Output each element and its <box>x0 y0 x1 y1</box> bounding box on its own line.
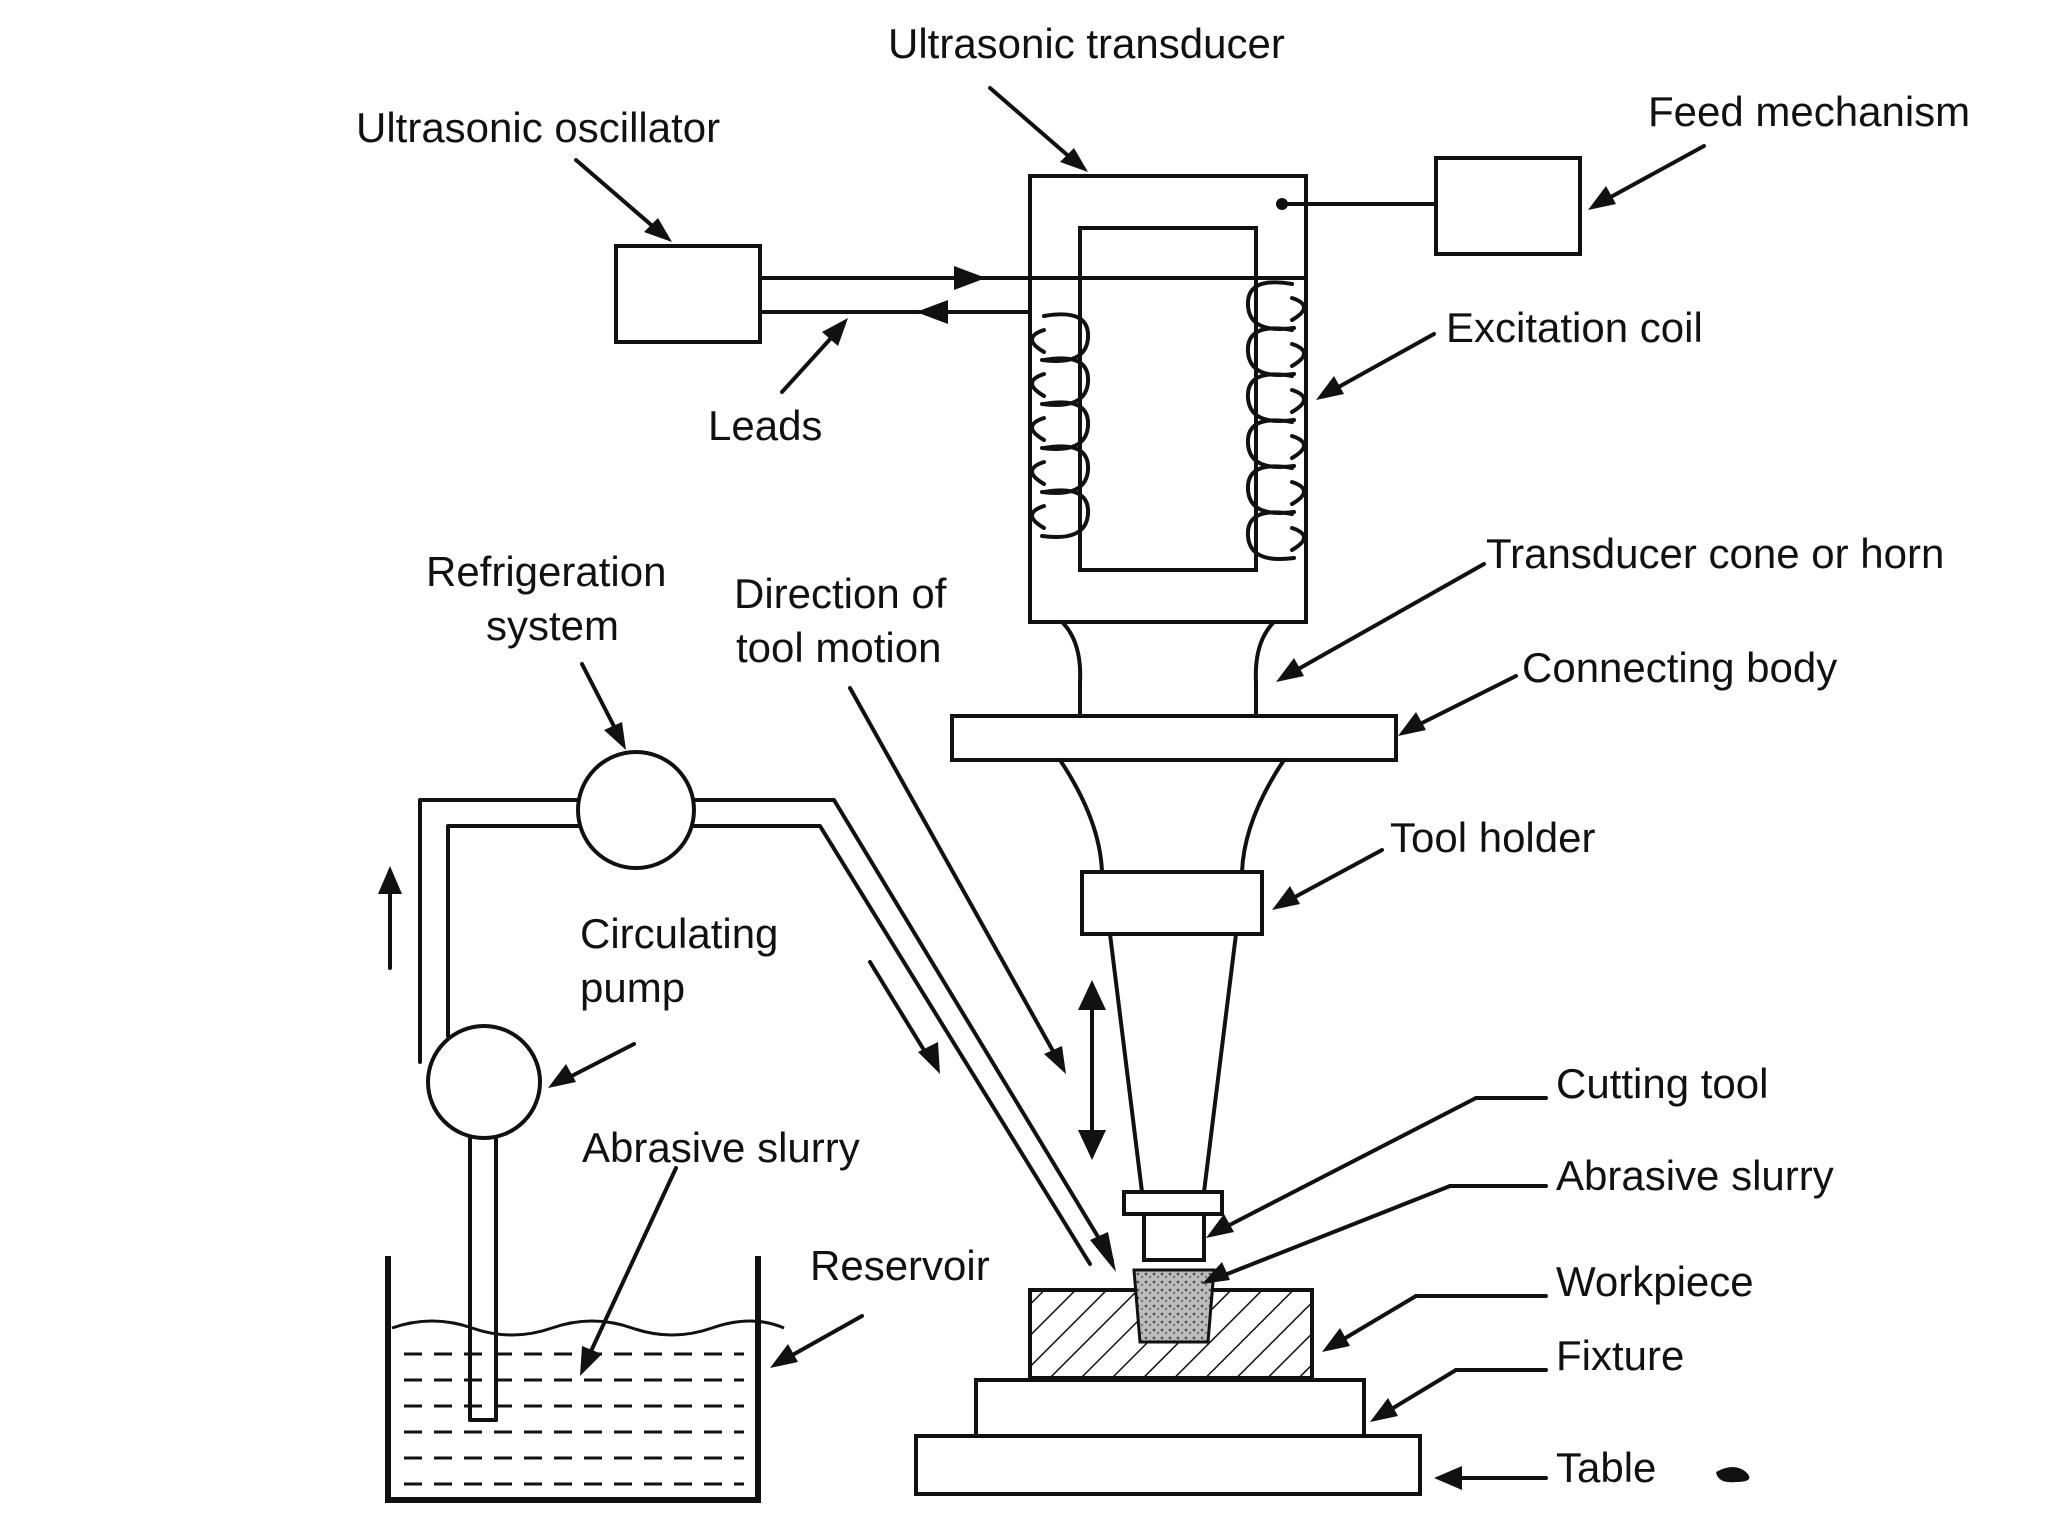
label-refrigeration-line2: system <box>486 602 619 649</box>
table-block <box>914 1434 1422 1496</box>
workpiece <box>1028 1268 1314 1380</box>
label-abrasive-slurry-left: Abrasive slurry <box>582 1124 860 1171</box>
reservoir-tank <box>385 1256 785 1503</box>
label-refrigeration-line1: Refrigeration <box>426 548 666 595</box>
excitation-coil-right <box>1245 280 1306 561</box>
leader-lines <box>548 86 1750 1490</box>
cone-upper <box>1058 758 1286 874</box>
transducer-horn <box>1060 620 1276 718</box>
transducer-housing <box>1028 174 1308 624</box>
label-ultrasonic-oscillator: Ultrasonic oscillator <box>356 104 720 151</box>
label-leads: Leads <box>708 402 822 449</box>
label-cutting-tool: Cutting tool <box>1556 1060 1768 1107</box>
label-direction-line1: Direction of <box>734 570 947 617</box>
label-feed-mechanism: Feed mechanism <box>1648 88 1970 135</box>
label-reservoir: Reservoir <box>810 1242 990 1289</box>
excitation-coil-left <box>1030 312 1091 539</box>
label-circulating-line1: Circulating <box>580 910 778 957</box>
slurry-circuit <box>378 750 1116 1422</box>
label-workpiece: Workpiece <box>1556 1258 1754 1305</box>
fixture-block <box>974 1378 1366 1438</box>
label-transducer-cone: Transducer cone or horn <box>1486 530 1944 577</box>
cutting-tool <box>1122 1190 1224 1262</box>
label-connecting-body: Connecting body <box>1522 644 1837 691</box>
feed-mechanism-box <box>1434 156 1582 256</box>
label-excitation-coil: Excitation coil <box>1446 304 1703 351</box>
label-direction-line2: tool motion <box>736 624 941 671</box>
label-abrasive-slurry-right: Abrasive slurry <box>1556 1152 1834 1199</box>
label-table: Table <box>1556 1444 1656 1491</box>
label-ultrasonic-transducer: Ultrasonic transducer <box>888 20 1285 67</box>
cone-lower <box>1108 932 1238 1194</box>
tool-holder-ring <box>1080 870 1264 936</box>
label-circulating-line2: pump <box>580 964 685 1011</box>
connecting-body-plate <box>950 714 1398 762</box>
tool-motion-arrow <box>1078 980 1106 1160</box>
refrigeration-unit <box>576 750 696 870</box>
oscillator-box <box>614 244 762 344</box>
label-tool-holder: Tool holder <box>1390 814 1595 861</box>
circulating-pump <box>426 1024 542 1140</box>
label-fixture: Fixture <box>1556 1332 1684 1379</box>
leads-wires <box>758 266 1308 324</box>
ink-blot <box>1716 1467 1750 1483</box>
